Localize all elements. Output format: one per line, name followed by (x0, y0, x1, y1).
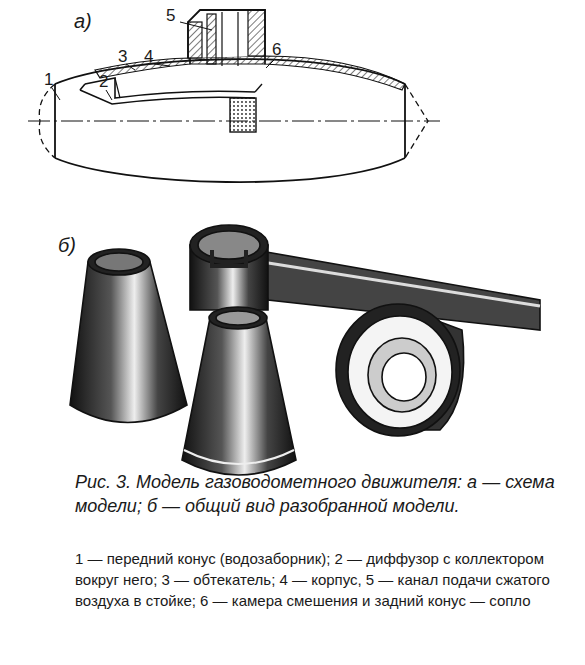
callout-number: 5 (166, 6, 175, 26)
section-scheme (28, 10, 440, 182)
figure-letter: б) (58, 234, 76, 257)
figure-letter: а) (74, 10, 92, 33)
callout-number: 1 (44, 70, 53, 90)
callout-number: 2 (99, 72, 108, 92)
disassembled-model (70, 225, 540, 475)
callout-number: 6 (272, 40, 281, 60)
parts-legend: 1 — передний конус (водозаборник); 2 — д… (75, 548, 580, 611)
callout-number: 3 (118, 47, 127, 67)
callout-number: 4 (144, 47, 153, 67)
figure-caption: Рис. 3. Модель газоводометного движителя… (75, 470, 580, 518)
